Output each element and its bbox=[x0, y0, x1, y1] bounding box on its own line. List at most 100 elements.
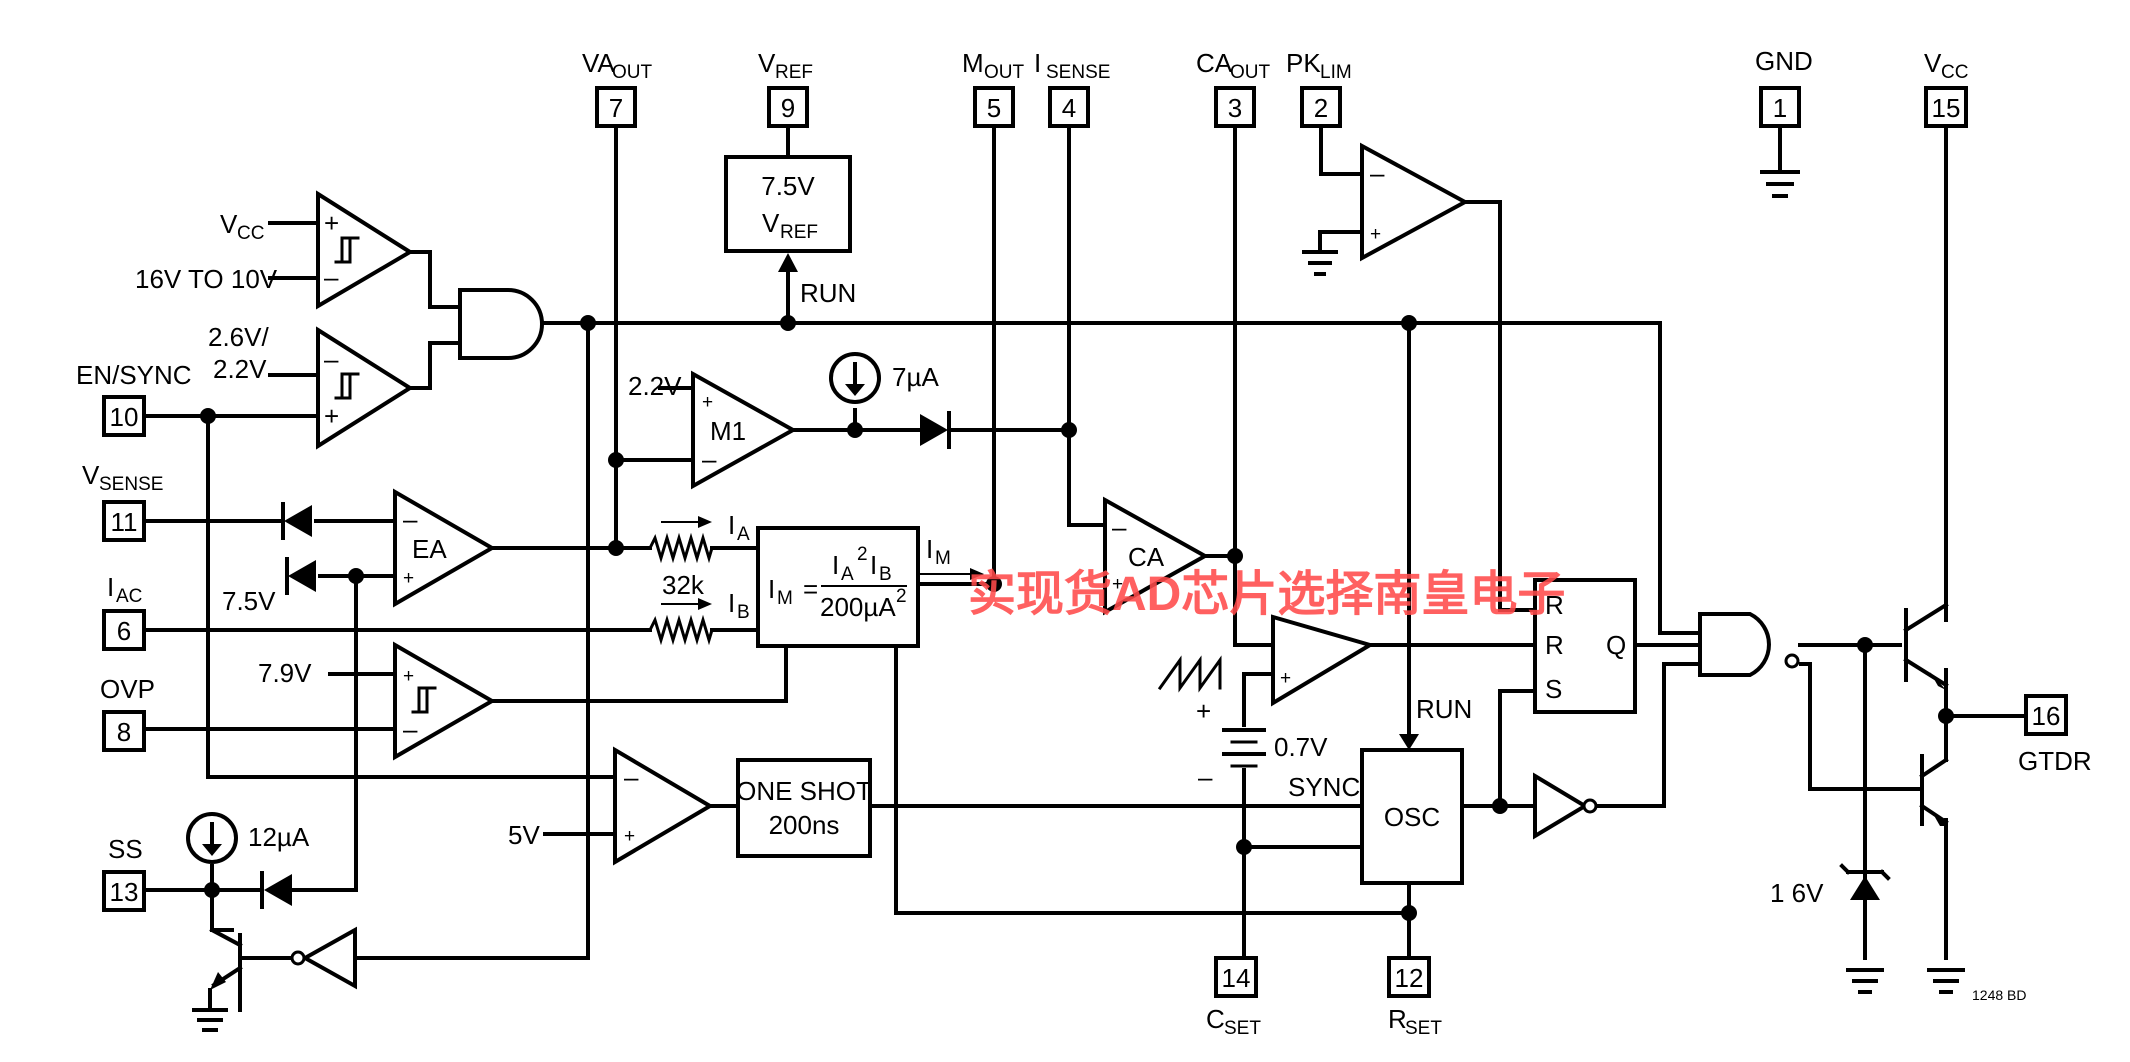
pin-16-number: 16 bbox=[2032, 701, 2061, 731]
pin-9-number: 9 bbox=[781, 93, 795, 123]
lower-transistor bbox=[1919, 754, 1949, 826]
svg-text:–: – bbox=[1198, 762, 1213, 792]
pin-6-name: I bbox=[107, 572, 114, 602]
pin-3: CA OUT 3 bbox=[1196, 48, 1271, 128]
pin-6-number: 6 bbox=[117, 616, 131, 646]
run-label-top: RUN bbox=[800, 278, 856, 308]
pin-14-sub: SET bbox=[1224, 1018, 1261, 1039]
ss-diode bbox=[260, 871, 292, 909]
pin-4: I SENSE 4 bbox=[1034, 48, 1110, 128]
pin-15-name: V bbox=[1924, 48, 1942, 78]
ss-transistor bbox=[209, 927, 282, 990]
multiplier-lhs: I bbox=[768, 574, 775, 604]
oneshot-reference: 5V bbox=[508, 820, 540, 850]
pin-11-sub: SENSE bbox=[99, 474, 163, 495]
ea-ref-diode bbox=[285, 557, 316, 595]
current-7ua-label: 7µA bbox=[892, 362, 939, 392]
vcc-sub: CC bbox=[237, 223, 264, 244]
ovp-reference: 7.9V bbox=[258, 658, 312, 688]
svg-text:+: + bbox=[624, 826, 635, 847]
ovp-comparator: + – bbox=[393, 641, 497, 761]
ib-sub: B bbox=[737, 602, 750, 623]
pin-6: I AC 6 bbox=[102, 572, 146, 651]
pin-11-number: 11 bbox=[111, 507, 138, 537]
pin-15: V CC 15 bbox=[1924, 48, 1968, 128]
pin-7: VA OUT 7 bbox=[582, 48, 653, 128]
svg-text:B: B bbox=[879, 564, 892, 585]
pin-13: SS 13 bbox=[102, 834, 146, 912]
wiring bbox=[142, 124, 2028, 1012]
ramp-icon bbox=[1157, 655, 1222, 693]
pin-1-number: 1 bbox=[1773, 93, 1787, 123]
pin-10-name: EN/SYNC bbox=[76, 360, 192, 390]
pklim-ground-icon bbox=[1302, 250, 1338, 276]
pin-12-name: R bbox=[1388, 1004, 1407, 1034]
current-12ua-label: 12µA bbox=[248, 822, 310, 852]
pin-3-name: CA bbox=[1196, 48, 1233, 78]
uvlo-comparator: + – bbox=[316, 190, 414, 310]
multiplier-numerator: I bbox=[832, 550, 839, 580]
pin-13-name: SS bbox=[108, 834, 143, 864]
pin-12: 12 R SET bbox=[1387, 956, 1442, 1039]
pin-2: PK LIM 2 bbox=[1286, 48, 1352, 128]
pin-10-number: 10 bbox=[110, 402, 139, 432]
svg-text:+: + bbox=[702, 392, 713, 413]
oneshot-label: ONE SHOT bbox=[736, 776, 872, 806]
pin-4-sub: SENSE bbox=[1046, 62, 1110, 83]
svg-text:I: I bbox=[870, 550, 877, 580]
pin-5: M OUT 5 bbox=[962, 48, 1025, 128]
svg-text:+: + bbox=[403, 666, 414, 687]
svg-text:+: + bbox=[1196, 696, 1211, 726]
pin-8: OVP 8 bbox=[100, 674, 155, 752]
ib-label: I bbox=[728, 588, 735, 618]
svg-text:+: + bbox=[324, 401, 339, 431]
oneshot-comparator: – + bbox=[613, 746, 714, 866]
svg-text:–: – bbox=[1370, 158, 1385, 188]
current-source-12ua bbox=[186, 812, 238, 864]
svg-text:2: 2 bbox=[896, 586, 907, 607]
m1-amplifier: + – M1 bbox=[691, 370, 798, 490]
pin-11-name: V bbox=[82, 460, 100, 490]
pin-6-sub: AC bbox=[116, 586, 142, 607]
pin-11: V SENSE 11 bbox=[82, 460, 163, 542]
watermark-text: 实现货AD芯片选择南皇电子 bbox=[968, 568, 1565, 621]
ia-label: I bbox=[728, 510, 735, 540]
driver-ground-icon bbox=[1927, 968, 1965, 994]
pin-7-number: 7 bbox=[609, 93, 623, 123]
svg-text:+: + bbox=[1280, 668, 1291, 689]
vref-value: 7.5V bbox=[761, 171, 815, 201]
junctions bbox=[200, 315, 1954, 921]
oscillator-block: OSC bbox=[1360, 734, 1464, 885]
current-amplifier: – + CA bbox=[1103, 496, 1210, 616]
gnd-ground-icon bbox=[1760, 124, 1800, 198]
output-nand-gate bbox=[1698, 612, 1800, 677]
resistor-ib bbox=[647, 614, 714, 646]
oneshot-time: 200ns bbox=[769, 810, 840, 840]
pin-16-name: GTDR bbox=[2018, 746, 2092, 776]
m1-label: M1 bbox=[710, 416, 746, 446]
error-amplifier: – + EA bbox=[393, 488, 497, 608]
enable-and-gate bbox=[458, 288, 547, 360]
pin-4-number: 4 bbox=[1062, 93, 1076, 123]
pin-2-sub: LIM bbox=[1320, 62, 1352, 83]
pin-3-sub: OUT bbox=[1230, 62, 1271, 83]
pin-15-number: 15 bbox=[1932, 93, 1961, 123]
pin-14-name: C bbox=[1206, 1004, 1225, 1034]
svg-text:Q: Q bbox=[1606, 630, 1626, 660]
resistor-value: 32k bbox=[662, 570, 705, 600]
svg-text:–: – bbox=[324, 262, 339, 292]
zener-ground-icon bbox=[1846, 968, 1884, 994]
pin-14: 14 C SET bbox=[1206, 956, 1261, 1039]
pin-1: GND 1 bbox=[1755, 46, 1813, 128]
svg-text:R: R bbox=[1545, 590, 1564, 620]
pin-12-number: 12 bbox=[1395, 963, 1424, 993]
pin-5-number: 5 bbox=[987, 93, 1001, 123]
pin-16: 16 GTDR bbox=[2018, 694, 2092, 776]
pin-15-sub: CC bbox=[1941, 62, 1968, 83]
battery-label: 0.7V bbox=[1274, 732, 1328, 762]
sr-flipflop: R R S Q bbox=[1533, 578, 1637, 714]
pin-3-number: 3 bbox=[1228, 93, 1242, 123]
svg-text:+: + bbox=[1370, 224, 1381, 245]
pwm-comparator: + bbox=[1271, 614, 1375, 707]
